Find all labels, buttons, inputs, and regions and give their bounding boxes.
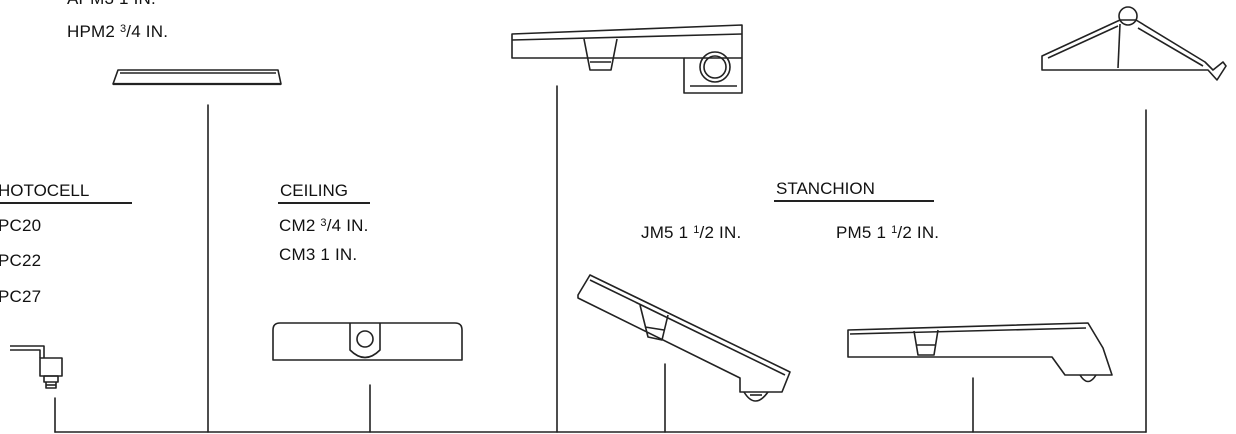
ceiling-heading: CEILING bbox=[280, 181, 349, 200]
cm2-frac-num: 3 bbox=[320, 217, 327, 229]
pm5-prefix: PM5 1 bbox=[836, 223, 892, 242]
pm5-label: PM5 1 1/2 IN. bbox=[836, 223, 939, 243]
photocell-item-pc27: PC27 bbox=[0, 287, 42, 306]
hpm2-label: HPM2 3/4 IN. bbox=[67, 22, 168, 42]
jm5-prefix: JM5 1 bbox=[641, 223, 694, 242]
apm3-label: APM3 1 IN. bbox=[67, 0, 156, 9]
apm3-bracket-drawing bbox=[1042, 7, 1226, 80]
cm3-label: CM3 1 IN. bbox=[279, 245, 358, 264]
ceiling-underline bbox=[278, 202, 370, 204]
stanchion-heading: STANCHION bbox=[776, 179, 875, 198]
jm5-stanchion-drawing bbox=[578, 275, 790, 401]
hpm2-plate-drawing bbox=[113, 70, 281, 84]
photocell-heading: HOTOCELL bbox=[0, 181, 90, 200]
jm5-label: JM5 1 1/2 IN. bbox=[641, 223, 741, 243]
cm2-suffix: /4 IN. bbox=[326, 216, 369, 235]
arm-bracket-drawing bbox=[512, 25, 742, 93]
stanchion-underline bbox=[774, 200, 934, 202]
jm5-suffix: /2 IN. bbox=[699, 223, 742, 242]
ceiling-mount-drawing bbox=[273, 323, 462, 360]
cm2-prefix: CM2 bbox=[279, 216, 321, 235]
hpm2-prefix: HPM2 bbox=[67, 22, 120, 41]
jm5-frac-num: 1 bbox=[693, 224, 700, 236]
pm5-suffix: /2 IN. bbox=[897, 223, 940, 242]
hpm2-frac-num: 3 bbox=[119, 23, 127, 35]
pm5-frac-num: 1 bbox=[891, 224, 898, 236]
photocell-item-pc22: PC22 bbox=[0, 251, 42, 270]
cm2-label: CM2 3/4 IN. bbox=[279, 216, 369, 236]
photocell-underline bbox=[0, 202, 132, 204]
hpm2-suffix: /4 IN. bbox=[126, 22, 169, 41]
photocell-drawing bbox=[10, 346, 62, 388]
photocell-item-pc20: PC20 bbox=[0, 216, 42, 235]
pm5-stanchion-drawing bbox=[848, 323, 1112, 382]
